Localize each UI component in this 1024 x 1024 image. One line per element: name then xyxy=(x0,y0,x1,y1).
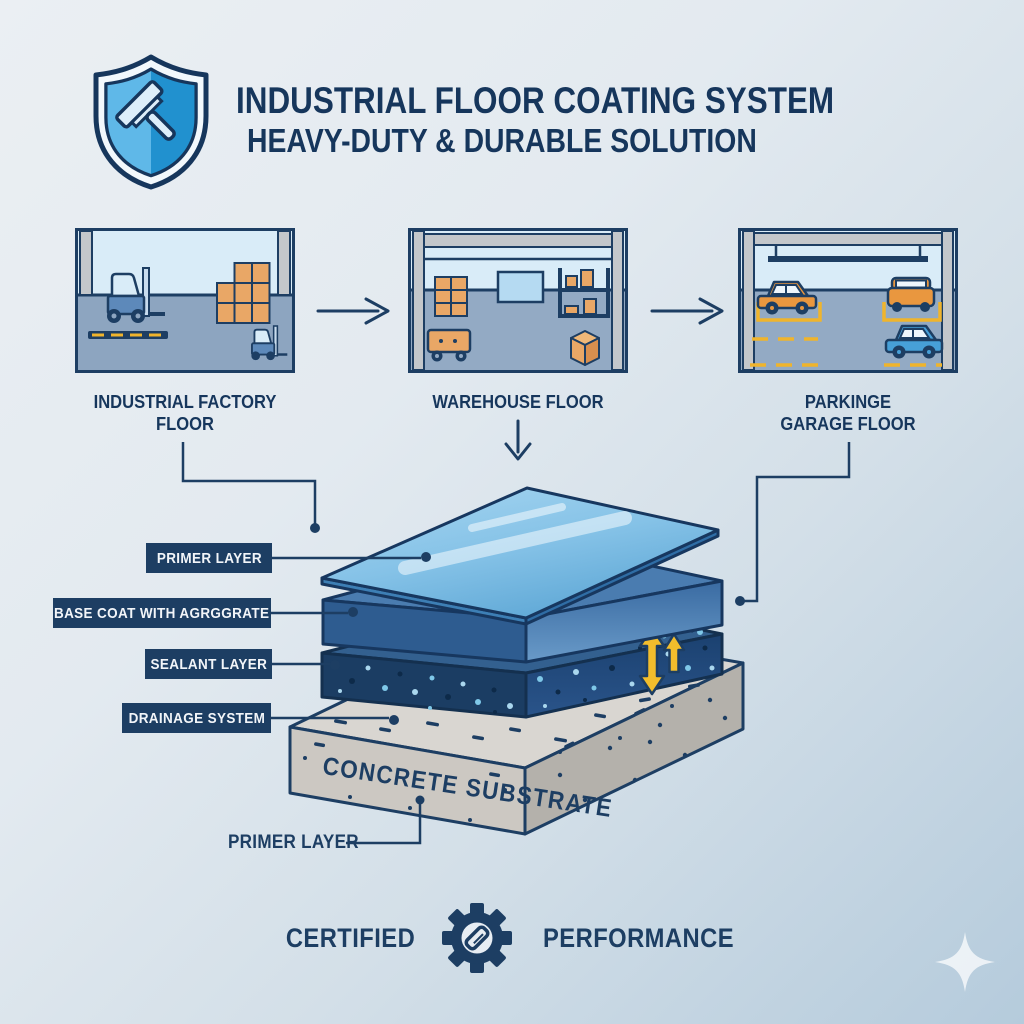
cart-icon xyxy=(426,328,472,362)
column xyxy=(742,230,755,371)
certified-text: CERTIFIED xyxy=(285,922,416,953)
parking-garage-panel xyxy=(738,228,958,373)
down-arrow xyxy=(504,419,532,461)
column xyxy=(611,230,624,371)
connector-lines xyxy=(181,442,851,845)
panel-label-warehouse: WAREHOUSE FLOOR xyxy=(432,392,604,412)
gloss-highlight xyxy=(398,503,632,575)
performance-text: PERFORMANCE xyxy=(543,922,734,953)
panel-label-factory: INDUSTRIAL FACTORY FLOOR xyxy=(93,392,277,434)
primer-layer-chip: PRIMER LAYER xyxy=(146,543,272,573)
sealant-layer-chip: SEALANT LAYER xyxy=(145,649,272,679)
column xyxy=(412,230,425,371)
floor-marking-strip xyxy=(88,331,168,339)
page-subtitle: HEAVY-DUTY & DURABLE SOLUTION xyxy=(247,122,757,159)
chevron-right-arrow xyxy=(316,297,390,325)
parking-line-markings xyxy=(750,302,942,367)
wall-board xyxy=(496,270,545,304)
box-icon xyxy=(570,330,600,366)
column xyxy=(79,230,93,296)
footer-badge: CERTIFIED PERFORMANCE xyxy=(0,901,1024,975)
crate-stack-icon xyxy=(216,262,271,324)
column xyxy=(277,230,291,296)
column xyxy=(941,230,954,371)
forklift-icon xyxy=(251,325,288,361)
squeegee-icon xyxy=(115,80,176,141)
warehouse-floor-panel xyxy=(408,228,628,373)
panel-label-parking: PARKINGE GARAGE FLOOR xyxy=(780,392,916,434)
ceiling-light-icon xyxy=(768,245,928,262)
car-icon xyxy=(756,280,818,315)
yellow-vertical-arrows-icon xyxy=(638,626,686,696)
gear-roller-icon xyxy=(442,903,512,973)
car-icon xyxy=(886,276,936,312)
connector-dots xyxy=(310,523,745,805)
crate-stack-icon xyxy=(434,276,468,317)
car-icon xyxy=(884,324,944,359)
concrete-speckles xyxy=(303,683,728,822)
four-point-sparkle-icon xyxy=(935,932,995,992)
primer-layer-bottom-label: PRIMER LAYER xyxy=(228,832,359,853)
page-title: INDUSTRIAL FLOOR COATING SYSTEM xyxy=(236,80,835,121)
base-coat-chip: BASE COAT WITH AGRGGRATE xyxy=(53,598,271,628)
factory-floor-panel xyxy=(75,228,295,373)
forklift-icon xyxy=(106,267,165,323)
shelf-rack-icon xyxy=(558,268,610,318)
chevron-right-arrow xyxy=(650,297,724,325)
shield-squeegee-icon xyxy=(93,54,209,190)
drainage-system-chip: DRAINAGE SYSTEM xyxy=(122,703,271,733)
